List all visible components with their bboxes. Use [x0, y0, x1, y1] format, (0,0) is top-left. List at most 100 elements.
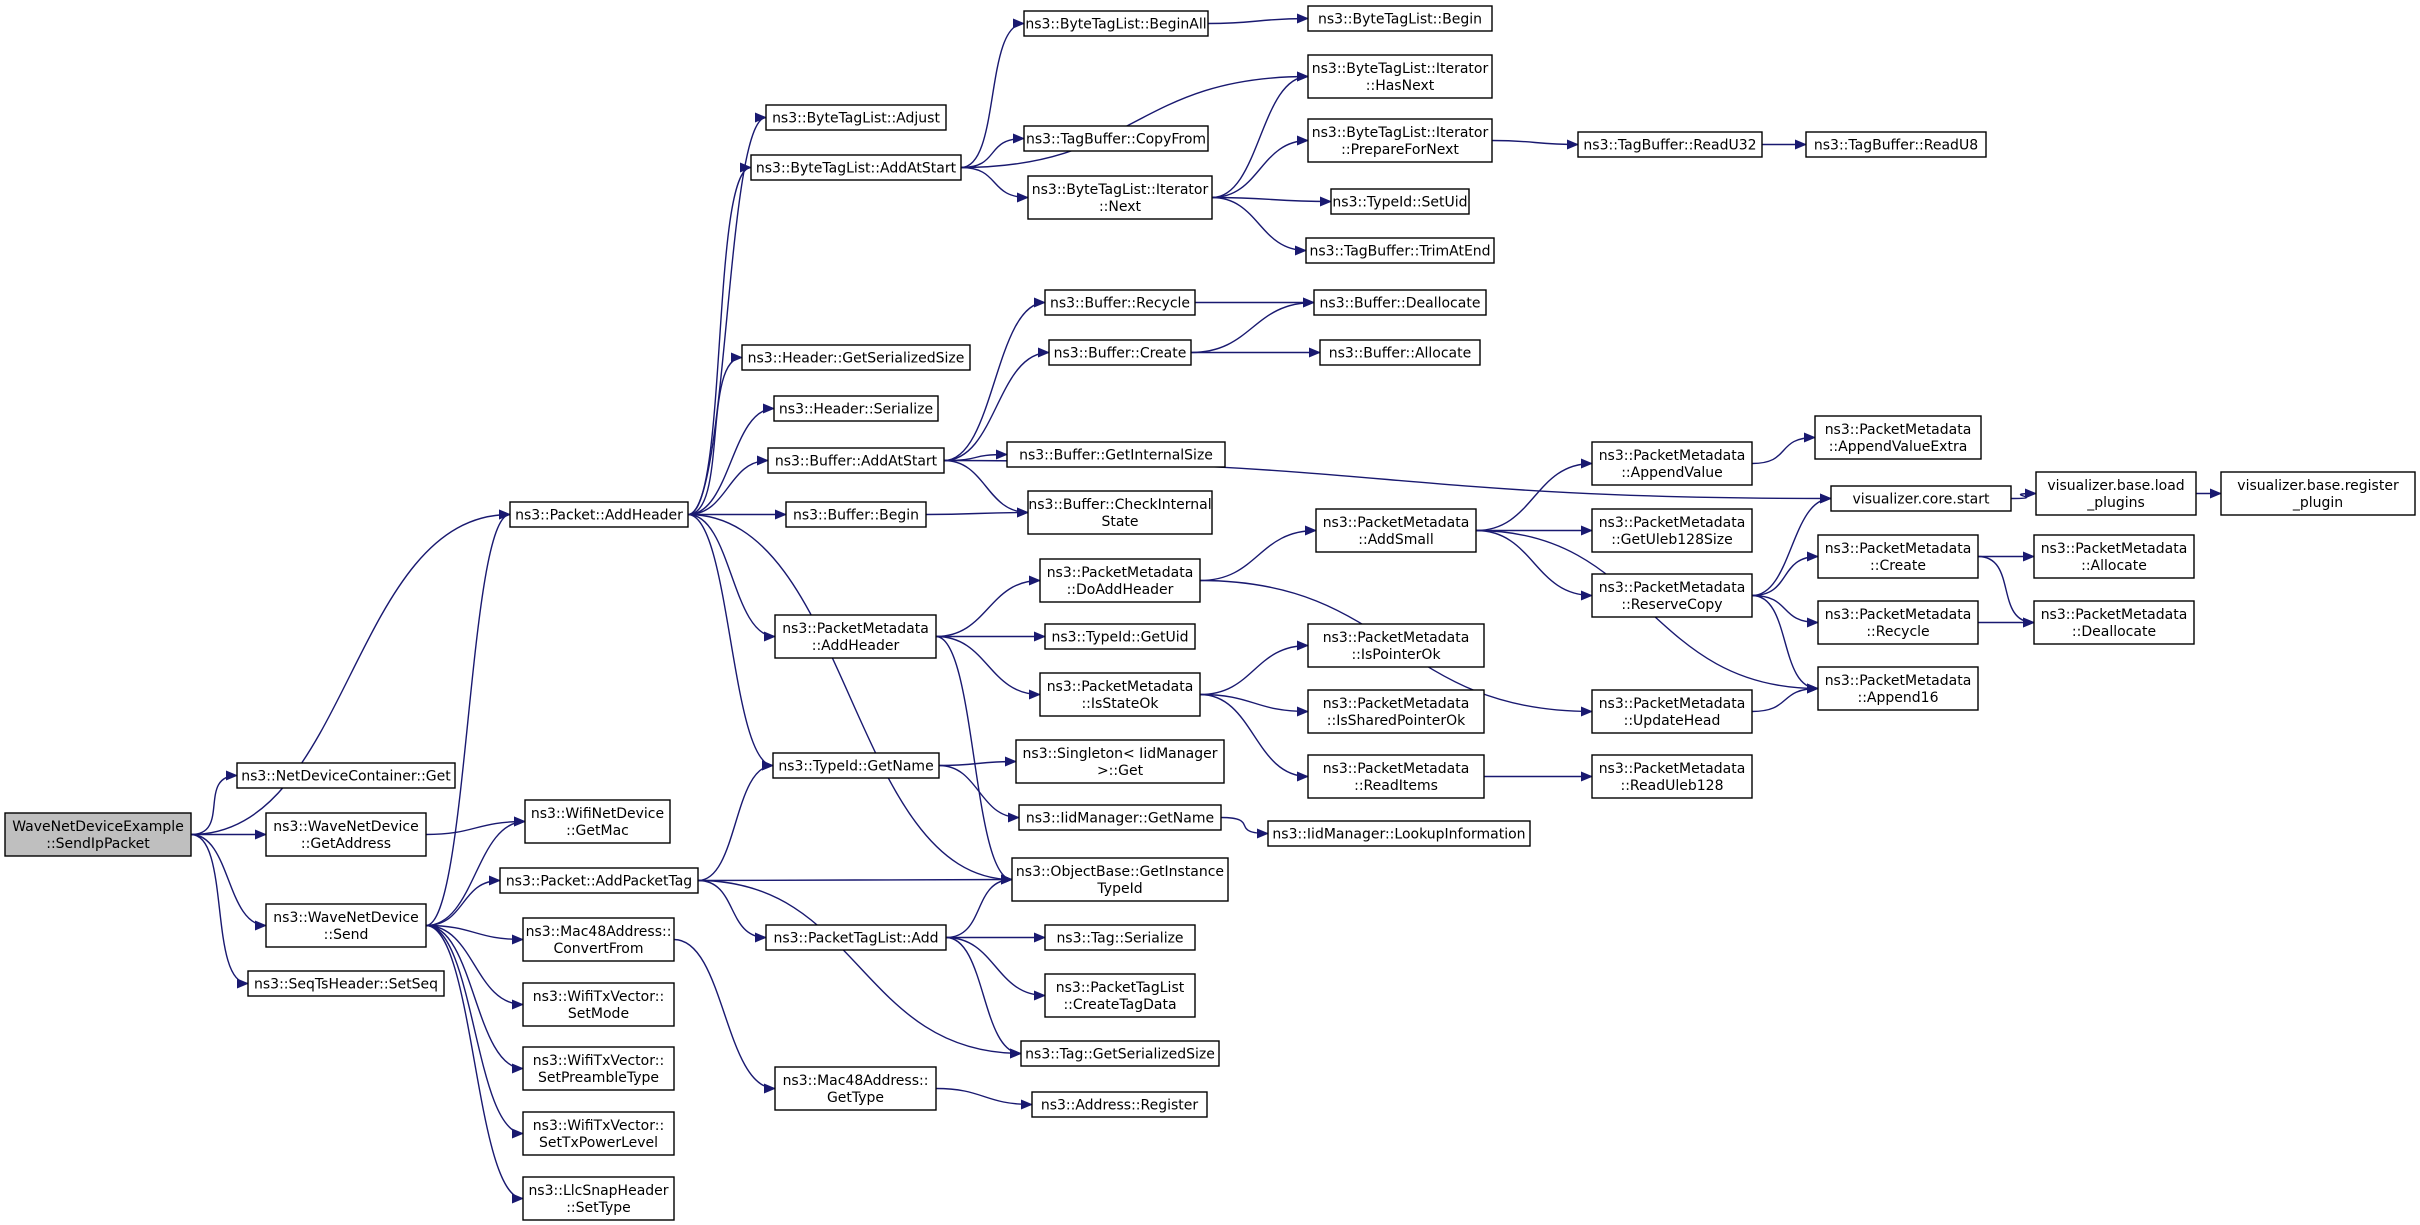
- node-btl_begin[interactable]: ns3::ByteTagList::Begin: [1307, 5, 1493, 32]
- node-buf_create[interactable]: ns3::Buffer::Create: [1048, 339, 1192, 366]
- node-buf_begin[interactable]: ns3::Buffer::Begin: [785, 501, 927, 528]
- node-seqts_setseq[interactable]: ns3::SeqTsHeader::SetSeq: [247, 970, 445, 997]
- node-wtx_settxpower[interactable]: ns3::WifiTxVector::SetTxPowerLevel: [522, 1111, 675, 1156]
- node-ndc_get[interactable]: ns3::NetDeviceContainer::Get: [236, 762, 456, 789]
- node-pm_ispointerok[interactable]: ns3::PacketMetadata::IsPointerOk: [1307, 623, 1485, 668]
- node-typeid_setuid[interactable]: ns3::TypeId::SetUid: [1330, 188, 1470, 215]
- node-pm_addheader[interactable]: ns3::PacketMetadata::AddHeader: [774, 614, 937, 659]
- node-label-line: ns3::WifiTxVector::: [533, 1053, 664, 1069]
- node-label-line: SetMode: [568, 1006, 629, 1022]
- node-typeid_getuid[interactable]: ns3::TypeId::GetUid: [1044, 623, 1196, 650]
- node-box: [1044, 924, 1196, 951]
- node-pm_append16[interactable]: ns3::PacketMetadata::Append16: [1817, 666, 1979, 711]
- edge-wnd_send-to-mac48_convertfrom: [425, 924, 524, 945]
- node-label-line: ns3::TypeId::GetUid: [1051, 630, 1188, 646]
- node-label-line: ns3::Tag::GetSerializedSize: [1025, 1047, 1215, 1063]
- node-btl_beginall[interactable]: ns3::ByteTagList::BeginAll: [1023, 10, 1209, 37]
- node-addr_register[interactable]: ns3::Address::Register: [1031, 1091, 1208, 1118]
- node-btl_adjust[interactable]: ns3::ByteTagList::Adjust: [765, 104, 947, 131]
- node-pm_appendvalue[interactable]: ns3::PacketMetadata::AppendValue: [1591, 441, 1753, 486]
- node-ptl_createtagdata[interactable]: ns3::PacketTagList::CreateTagData: [1044, 973, 1196, 1018]
- node-pm_readitems[interactable]: ns3::PacketMetadata::ReadItems: [1307, 754, 1485, 799]
- edge-pm_addsmall-to-pm_reservecopy: [1475, 529, 1593, 601]
- node-box: [247, 970, 445, 997]
- node-btli_prepare[interactable]: ns3::ByteTagList::Iterator::PrepareForNe…: [1307, 118, 1493, 163]
- node-tagbuf_readu32[interactable]: ns3::TagBuffer::ReadU32: [1577, 131, 1763, 158]
- node-pm_recycle[interactable]: ns3::PacketMetadata::Recycle: [1817, 600, 1979, 645]
- node-label-line: ns3::PacketMetadata: [1599, 448, 1746, 464]
- node-pm_deallocate[interactable]: ns3::PacketMetadata::Deallocate: [2033, 600, 2195, 645]
- node-pm_readuleb128[interactable]: ns3::PacketMetadata::ReadUleb128: [1591, 754, 1753, 799]
- node-label-line: ns3::TypeId::GetName: [778, 759, 933, 775]
- node-tag_serialize[interactable]: ns3::Tag::Serialize: [1044, 924, 1196, 951]
- node-label-line: ns3::IidManager::GetName: [1026, 811, 1214, 827]
- node-box: [1591, 441, 1753, 486]
- node-wtx_setpreamble[interactable]: ns3::WifiTxVector::SetPreambleType: [522, 1046, 675, 1091]
- node-label-line: ns3::LlcSnapHeader: [528, 1183, 668, 1199]
- node-btli_hasnext[interactable]: ns3::ByteTagList::Iterator::HasNext: [1307, 54, 1493, 99]
- node-buf_addatstart[interactable]: ns3::Buffer::AddAtStart: [767, 447, 945, 474]
- edge-pm_isstateok-to-pm_readitems: [1199, 693, 1309, 782]
- node-pkt_addheader[interactable]: ns3::Packet::AddHeader: [509, 501, 689, 528]
- node-buf_deallocate[interactable]: ns3::Buffer::Deallocate: [1313, 289, 1487, 316]
- node-pm_updatehead[interactable]: ns3::PacketMetadata::UpdateHead: [1591, 689, 1753, 734]
- edge-btl_addatstart-to-tagbuf_copyfrom: [960, 133, 1025, 169]
- node-pm_isstateok[interactable]: ns3::PacketMetadata::IsStateOk: [1039, 672, 1201, 717]
- node-root[interactable]: WaveNetDeviceExample::SendIpPacket: [4, 812, 192, 857]
- node-hdr_getsersize[interactable]: ns3::Header::GetSerializedSize: [741, 344, 971, 371]
- edge-pm_reservecopy-to-viz_core_start: [1751, 493, 1832, 597]
- node-wnd_getaddress[interactable]: ns3::WaveNetDevice::GetAddress: [265, 812, 427, 857]
- node-pm_addsmall[interactable]: ns3::PacketMetadata::AddSmall: [1315, 508, 1477, 553]
- node-pkt_addpackettag[interactable]: ns3::Packet::AddPacketTag: [499, 867, 699, 894]
- node-viz_register_plugin[interactable]: visualizer.base.register_plugin: [2220, 471, 2416, 516]
- node-label-line: ::DoAddHeader: [1067, 582, 1174, 598]
- node-pm_doaddheader[interactable]: ns3::PacketMetadata::DoAddHeader: [1039, 558, 1201, 603]
- node-pm_issharedpointerok[interactable]: ns3::PacketMetadata::IsSharedPointerOk: [1307, 689, 1485, 734]
- node-box: [1307, 754, 1485, 799]
- node-buf_getinternalsize[interactable]: ns3::Buffer::GetInternalSize: [1006, 441, 1226, 468]
- node-mac48_convertfrom[interactable]: ns3::Mac48Address::ConvertFrom: [522, 917, 675, 962]
- node-wtx_setmode[interactable]: ns3::WifiTxVector::SetMode: [522, 982, 675, 1027]
- node-label-line: State: [1101, 514, 1138, 530]
- node-pm_allocate[interactable]: ns3::PacketMetadata::Allocate: [2033, 534, 2195, 579]
- node-tagbuf_trimatend[interactable]: ns3::TagBuffer::TrimAtEnd: [1305, 237, 1495, 264]
- node-btli_next[interactable]: ns3::ByteTagList::Iterator::Next: [1027, 175, 1213, 220]
- node-box: [1330, 188, 1470, 215]
- node-llc_settype[interactable]: ns3::LlcSnapHeader::SetType: [522, 1176, 675, 1221]
- node-iid_getname[interactable]: ns3::IidManager::GetName: [1018, 804, 1222, 831]
- node-pm_getuleb128size[interactable]: ns3::PacketMetadata::GetUleb128Size: [1591, 508, 1753, 553]
- node-label-line: ns3::PacketMetadata: [1323, 515, 1470, 531]
- node-tag_getsersize[interactable]: ns3::Tag::GetSerializedSize: [1020, 1040, 1220, 1067]
- node-buf_recycle[interactable]: ns3::Buffer::Recycle: [1044, 289, 1196, 316]
- node-viz_core_start[interactable]: visualizer.core.start: [1830, 485, 2012, 512]
- node-pm_reservecopy[interactable]: ns3::PacketMetadata::ReserveCopy: [1591, 573, 1753, 618]
- edge-btli_next-to-tagbuf_trimatend: [1211, 196, 1307, 256]
- node-iid_lookupinfo[interactable]: ns3::IidManager::LookupInformation: [1267, 820, 1531, 847]
- node-mac48_gettype[interactable]: ns3::Mac48Address::GetType: [774, 1066, 937, 1111]
- node-hdr_serialize[interactable]: ns3::Header::Serialize: [773, 395, 939, 422]
- node-box: [265, 903, 427, 948]
- node-pm_create[interactable]: ns3::PacketMetadata::Create: [1817, 534, 1979, 579]
- node-ptl_add[interactable]: ns3::PacketTagList::Add: [765, 924, 947, 951]
- node-wifind_getmac[interactable]: ns3::WifiNetDevice::GetMac: [524, 799, 671, 844]
- node-label-line: ns3::PacketMetadata: [1599, 696, 1746, 712]
- node-buf_allocate[interactable]: ns3::Buffer::Allocate: [1319, 339, 1481, 366]
- node-box: [522, 1111, 675, 1156]
- edge-pm_reservecopy-to-pm_append16: [1751, 594, 1819, 694]
- node-singleton_get[interactable]: ns3::Singleton< IidManager >::Get: [1015, 739, 1225, 784]
- node-box: [772, 752, 940, 779]
- node-box: [236, 762, 456, 789]
- node-wnd_send[interactable]: ns3::WaveNetDevice::Send: [265, 903, 427, 948]
- node-viz_load_plugins[interactable]: visualizer.base.load_plugins: [2035, 471, 2197, 516]
- node-typeid_getname[interactable]: ns3::TypeId::GetName: [772, 752, 940, 779]
- node-tagbuf_readu8[interactable]: ns3::TagBuffer::ReadU8: [1805, 131, 1987, 158]
- node-label-line: visualizer.core.start: [1853, 492, 1990, 508]
- edge-mac48_convertfrom-to-mac48_gettype: [673, 938, 776, 1094]
- node-pm_appendvalueextra[interactable]: ns3::PacketMetadata::AppendValueExtra: [1814, 415, 1982, 460]
- node-label-line: ns3::Buffer::Deallocate: [1320, 296, 1481, 312]
- edge-pkt_addheader-to-hdr_getsersize: [687, 352, 743, 516]
- node-btl_addatstart[interactable]: ns3::ByteTagList::AddAtStart: [750, 154, 962, 181]
- node-tagbuf_copyfrom[interactable]: ns3::TagBuffer::CopyFrom: [1023, 125, 1209, 152]
